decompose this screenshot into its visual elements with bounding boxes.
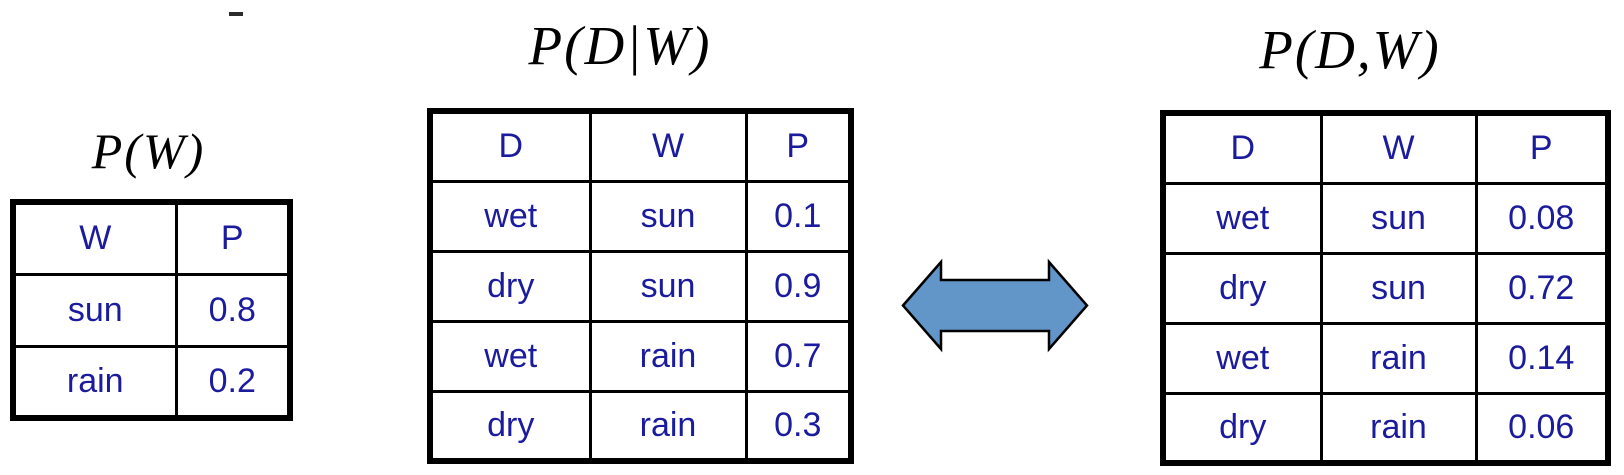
value-cell: rain: [11, 344, 178, 420]
value-cell: rain: [588, 389, 748, 463]
probability-table-pdw-joint: D W P wet sun 0.08 dry sun 0.72 wet rain…: [1160, 110, 1611, 466]
probability-table-pw: W P sun 0.8 rain 0.2: [10, 199, 293, 421]
stray-dash-mark: [229, 12, 243, 16]
value-cell: dry: [428, 249, 592, 323]
table-row: dry rain 0.06: [1161, 391, 1610, 465]
value-cell: rain: [588, 319, 748, 393]
header-cell: D: [1161, 111, 1323, 185]
table-row: wet sun 0.08: [1161, 181, 1610, 255]
table-title-pw: P(W): [91, 123, 206, 179]
table-row: rain 0.2: [11, 344, 292, 420]
table-row: dry sun 0.9: [428, 249, 853, 323]
table-row: wet rain 0.14: [1161, 321, 1610, 395]
header-cell: P: [744, 109, 853, 183]
table-row: sun 0.8: [11, 272, 292, 348]
value-cell: dry: [1161, 391, 1323, 465]
header-cell: W: [11, 200, 178, 276]
header-cell: P: [1474, 111, 1610, 185]
table-header-row: D W P: [428, 109, 853, 183]
value-cell: sun: [588, 249, 748, 323]
header-cell: P: [174, 200, 292, 276]
table-row: dry rain 0.3: [428, 389, 853, 463]
value-cell: wet: [428, 319, 592, 393]
prob-cell: 0.8: [174, 272, 292, 348]
prob-cell: 0.9: [744, 249, 853, 323]
prob-cell: 0.14: [1474, 321, 1610, 395]
probability-table-pdw-conditional: D W P wet sun 0.1 dry sun 0.9 wet rain 0…: [427, 108, 854, 464]
header-cell: W: [1319, 111, 1478, 185]
header-cell: D: [428, 109, 592, 183]
prob-cell: 0.08: [1474, 181, 1610, 255]
value-cell: wet: [1161, 181, 1323, 255]
prob-cell: 0.3: [744, 389, 853, 463]
value-cell: dry: [1161, 251, 1323, 325]
table-header-row: W P: [11, 200, 292, 276]
value-cell: sun: [588, 179, 748, 253]
header-cell: W: [588, 109, 748, 183]
table-row: dry sun 0.72: [1161, 251, 1610, 325]
value-cell: sun: [1319, 181, 1478, 255]
prob-cell: 0.7: [744, 319, 853, 393]
prob-cell: 0.72: [1474, 251, 1610, 325]
value-cell: dry: [428, 389, 592, 463]
table-title-pdw-joint: P(D,W): [1259, 19, 1441, 80]
table-row: wet sun 0.1: [428, 179, 853, 253]
value-cell: sun: [1319, 251, 1478, 325]
table-title-pdw-conditional: P(D|W): [528, 15, 712, 76]
table-header-row: D W P: [1161, 111, 1610, 185]
prob-cell: 0.1: [744, 179, 853, 253]
prob-cell: 0.06: [1474, 391, 1610, 465]
value-cell: rain: [1319, 321, 1478, 395]
value-cell: wet: [1161, 321, 1323, 395]
value-cell: sun: [11, 272, 178, 348]
table-row: wet rain 0.7: [428, 319, 853, 393]
value-cell: wet: [428, 179, 592, 253]
prob-cell: 0.2: [174, 344, 292, 420]
value-cell: rain: [1319, 391, 1478, 465]
equivalence-double-arrow-icon: [901, 258, 1089, 353]
